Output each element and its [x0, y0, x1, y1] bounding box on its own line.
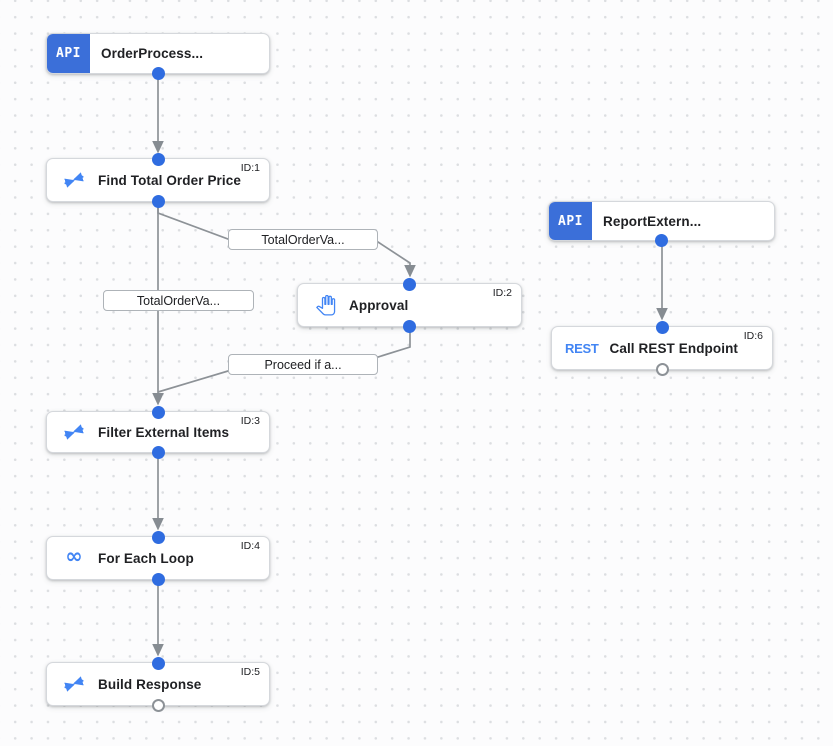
- node-id-badge: ID:2: [492, 287, 512, 299]
- node-id-badge: ID:4: [240, 540, 260, 552]
- node-trigger-report-external[interactable]: API ReportExtern...: [548, 201, 775, 247]
- node-id-badge: ID:3: [240, 415, 260, 427]
- output-port-open[interactable]: [655, 362, 669, 376]
- api-trigger-icon: API: [549, 202, 592, 240]
- edge-approval-to-filter[interactable]: [157, 327, 411, 393]
- output-port[interactable]: [403, 319, 416, 333]
- input-port[interactable]: [655, 320, 669, 334]
- output-port[interactable]: [151, 572, 165, 586]
- input-port[interactable]: [403, 277, 416, 291]
- edge-label-total-order-value-2[interactable]: TotalOrderVa...: [103, 290, 254, 311]
- data-mapping-icon: [63, 673, 85, 695]
- node-title: Build Response: [98, 676, 202, 692]
- input-port[interactable]: [151, 152, 165, 166]
- arrowhead-icon: [152, 141, 164, 154]
- loop-icon: ∞: [65, 544, 83, 568]
- node-for-each-loop[interactable]: ∞ For Each Loop ID:4: [46, 530, 270, 586]
- edge-label-total-order-value-1[interactable]: TotalOrderVa...: [228, 229, 378, 250]
- hand-icon: [314, 294, 336, 316]
- data-mapping-icon: [63, 169, 85, 191]
- output-port[interactable]: [655, 233, 668, 247]
- arrowhead-icon: [656, 308, 668, 321]
- node-id-badge: ID:6: [743, 330, 763, 342]
- node-call-rest-endpoint[interactable]: REST Call REST Endpoint ID:6: [551, 320, 773, 376]
- node-title: Find Total Order Price: [98, 172, 241, 188]
- output-port[interactable]: [151, 194, 165, 208]
- arrowhead-icon: [152, 644, 164, 657]
- arrowhead-icon: [404, 265, 416, 278]
- node-title: Filter External Items: [98, 424, 230, 440]
- arrowhead-icon: [152, 518, 164, 531]
- node-build-response[interactable]: Build Response ID:5: [46, 656, 270, 712]
- node-title: OrderProcess...: [101, 46, 204, 61]
- node-title: Approval: [349, 297, 409, 313]
- node-title: For Each Loop: [98, 550, 194, 566]
- output-port-open[interactable]: [151, 698, 165, 712]
- rest-icon: REST: [565, 340, 599, 356]
- node-find-total-order-price[interactable]: Find Total Order Price ID:1: [46, 152, 270, 208]
- input-port[interactable]: [151, 530, 165, 544]
- node-title: Call REST Endpoint: [609, 340, 739, 356]
- node-trigger-order-process[interactable]: API OrderProcess...: [46, 33, 270, 80]
- output-port[interactable]: [151, 66, 165, 80]
- arrowhead-icon: [152, 393, 164, 406]
- input-port[interactable]: [151, 405, 165, 419]
- input-port[interactable]: [151, 656, 165, 670]
- node-id-badge: ID:1: [240, 162, 260, 174]
- node-filter-external-items[interactable]: Filter External Items ID:3: [46, 405, 270, 459]
- node-title: ReportExtern...: [603, 213, 702, 229]
- output-port[interactable]: [151, 445, 165, 459]
- data-mapping-icon: [63, 421, 85, 443]
- node-approval[interactable]: Approval ID:2: [297, 277, 522, 333]
- edge-label-proceed-if-approved[interactable]: Proceed if a...: [228, 354, 378, 375]
- api-trigger-icon: API: [47, 34, 90, 73]
- node-id-badge: ID:5: [240, 666, 260, 678]
